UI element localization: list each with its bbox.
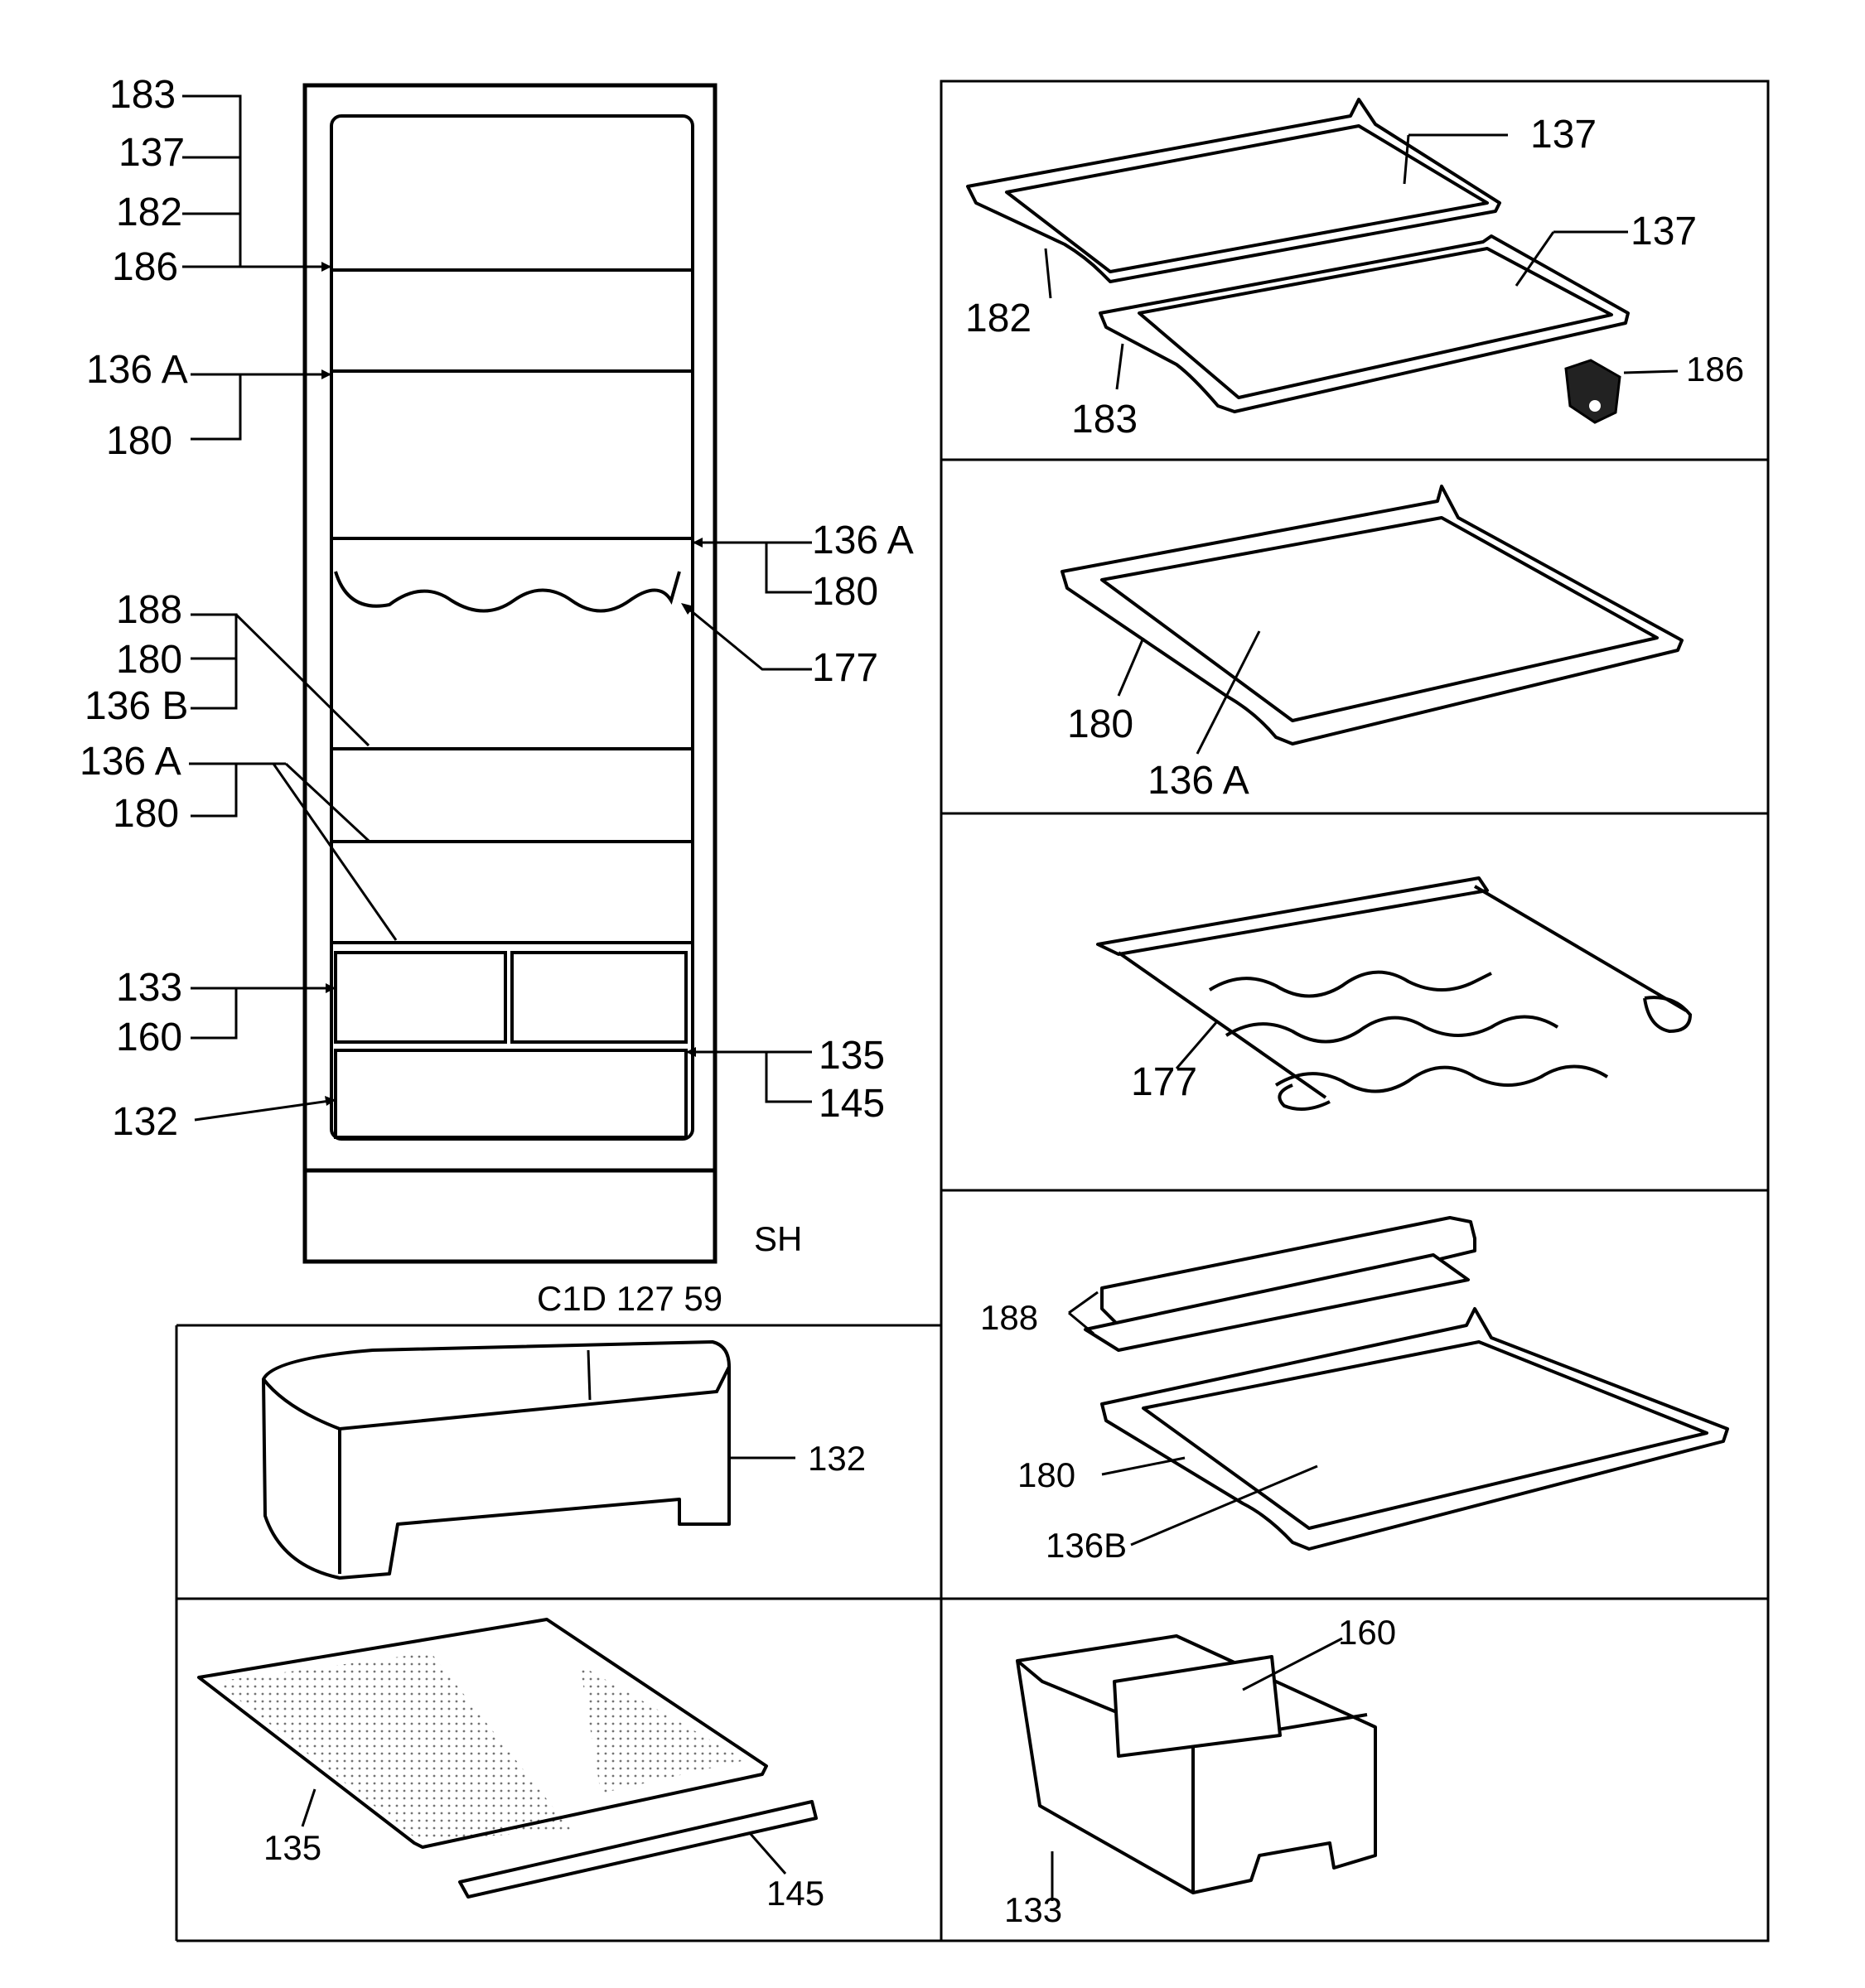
panel-grid: [175, 80, 1770, 1942]
label-145: 145: [766, 1874, 824, 1913]
clip-186-icon: [1564, 359, 1621, 424]
label-136a: 136 A: [1148, 759, 1249, 803]
label-180: 180: [1017, 1455, 1075, 1494]
label-137: 137: [118, 131, 185, 175]
refrigerator-cabinet: [302, 83, 717, 1264]
label-136a: 136 A: [86, 348, 188, 392]
label-136b: 136B: [1046, 1526, 1127, 1565]
label-145: 145: [819, 1082, 885, 1126]
label-135: 135: [263, 1828, 321, 1867]
label-183: 183: [1071, 398, 1138, 442]
panel-crisper-133: 160 133: [1004, 1613, 1396, 1929]
label-132: 132: [112, 1100, 178, 1144]
wine-rack-wave: [334, 571, 681, 613]
label-136a: 136 A: [812, 519, 914, 562]
label-182: 182: [116, 191, 182, 234]
label-132: 132: [808, 1439, 866, 1478]
label-180: 180: [106, 419, 172, 463]
label-182: 182: [965, 297, 1032, 340]
panel-glass-shelf-136a: 180 136 A: [1061, 485, 1684, 803]
bottom-drawer: [334, 1049, 688, 1139]
label-183: 183: [109, 73, 176, 117]
label-135: 135: [819, 1034, 885, 1078]
cabinet-labels: 183 137 182 186 136 A 180 136 A 180 177 …: [80, 73, 914, 1318]
panel-glass-cover-135: 135 145: [197, 1618, 824, 1913]
label-133: 133: [1004, 1890, 1062, 1929]
label-160: 160: [116, 1016, 182, 1059]
label-136a: 136 A: [80, 740, 181, 784]
label-180: 180: [113, 792, 179, 836]
drawing-code: C1D 127 59: [537, 1279, 722, 1318]
label-186: 186: [112, 245, 178, 289]
label-180: 180: [116, 638, 182, 682]
label-180: 180: [812, 570, 878, 614]
variant-code: SH: [754, 1219, 802, 1258]
crisper-right: [510, 951, 688, 1044]
cabinet-leaders: [182, 94, 812, 1122]
label-186: 186: [1686, 350, 1744, 388]
label-177: 177: [812, 646, 878, 690]
crisper-left: [334, 951, 507, 1044]
label-133: 133: [116, 966, 182, 1010]
label-180: 180: [1067, 702, 1133, 746]
label-188: 188: [980, 1298, 1038, 1337]
label-136b: 136 B: [85, 684, 188, 728]
label-137: 137: [1631, 210, 1697, 253]
panel-glass-shelf-136b: 188 180 136B: [980, 1216, 1729, 1565]
panel-glass-shelves-137: 137 137 182 183 186: [965, 98, 1744, 442]
label-188: 188: [116, 588, 182, 632]
label-137: 137: [1530, 113, 1597, 157]
label-160: 160: [1338, 1613, 1396, 1652]
label-177: 177: [1131, 1060, 1197, 1104]
panel-drawer-132: 132: [262, 1340, 866, 1580]
panel-wine-rack-177: 177: [1096, 876, 1693, 1111]
